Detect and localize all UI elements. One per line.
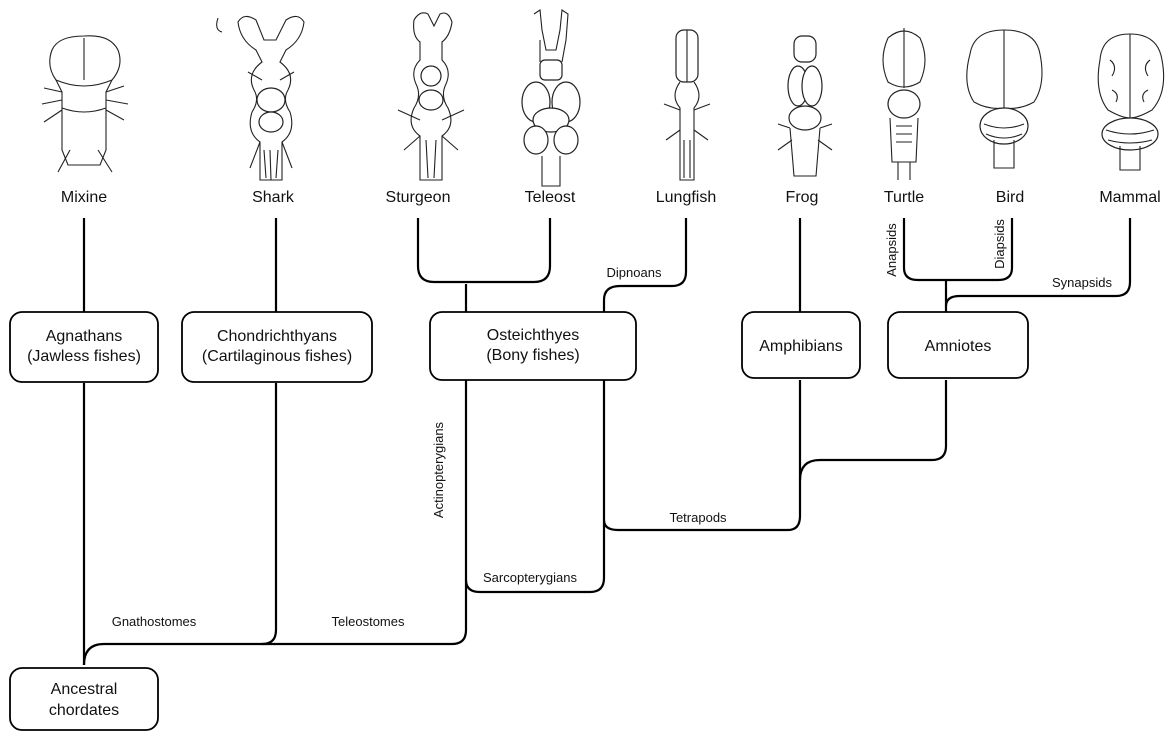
taxon-label-mammal: Mammal	[1099, 189, 1160, 206]
clade-label-synapsids: Synapsids	[1052, 275, 1112, 290]
mammal-brain-illustration	[1097, 33, 1165, 171]
frog-brain-illustration	[777, 35, 833, 177]
amniotes-label: Amniotes	[925, 338, 992, 355]
taxon-label-shark: Shark	[252, 189, 295, 206]
clade-label-anapsids: Anapsids	[884, 223, 899, 277]
clade-label-actinopterygians: Actinopterygians	[431, 421, 446, 518]
ancestral-chordates-sublabel: chordates	[49, 702, 119, 719]
clade-label-sarcopterygians: Sarcopterygians	[483, 570, 577, 585]
agnathans-box	[9, 311, 159, 383]
mixine-brain-illustration	[41, 35, 129, 173]
agnathans-sublabel: (Jawless fishes)	[27, 348, 141, 365]
clade-label-dipnoans: Dipnoans	[607, 265, 662, 280]
ancestral-chordates-label: Ancestral	[51, 681, 118, 698]
clade-label-diapsids: Diapsids	[992, 219, 1007, 269]
shark-brain-illustration	[216, 15, 305, 181]
phylogeny-tree-lines	[82, 218, 1132, 666]
amphibians-box	[741, 311, 861, 379]
agnathans-label: Agnathans	[46, 328, 123, 345]
chondrichthyans-label: Chondrichthyans	[217, 328, 337, 345]
osteichthyes-sublabel: (Bony fishes)	[486, 347, 579, 364]
chondrichthyans-sublabel: (Cartilaginous fishes)	[202, 348, 352, 365]
lungfish-brain-illustration	[663, 29, 711, 181]
osteichthyes-box	[429, 311, 637, 381]
amphibians-label: Amphibians	[759, 338, 843, 355]
clade-label-gnathostomes: Gnathostomes	[112, 614, 197, 629]
taxon-label-teleost: Teleost	[525, 189, 576, 206]
osteichthyes-label: Osteichthyes	[487, 327, 579, 344]
taxon-label-bird: Bird	[996, 189, 1024, 206]
taxon-label-turtle: Turtle	[884, 189, 924, 206]
sturgeon-brain-illustration	[397, 12, 465, 181]
clade-label-tetrapods: Tetrapods	[669, 510, 727, 525]
chondrichthyans-box	[181, 311, 373, 383]
teleost-brain-illustration	[521, 9, 581, 187]
turtle-brain-illustration	[882, 28, 926, 180]
ancestral-chordates-box	[9, 667, 159, 731]
taxon-label-sturgeon: Sturgeon	[386, 189, 451, 206]
taxon-label-frog: Frog	[786, 189, 819, 206]
bird-brain-illustration	[966, 29, 1043, 169]
amniotes-box	[887, 311, 1029, 379]
taxon-label-mixine: Mixine	[61, 189, 107, 206]
clade-label-teleostomes: Teleostomes	[332, 614, 405, 629]
taxon-label-lungfish: Lungfish	[656, 189, 717, 206]
